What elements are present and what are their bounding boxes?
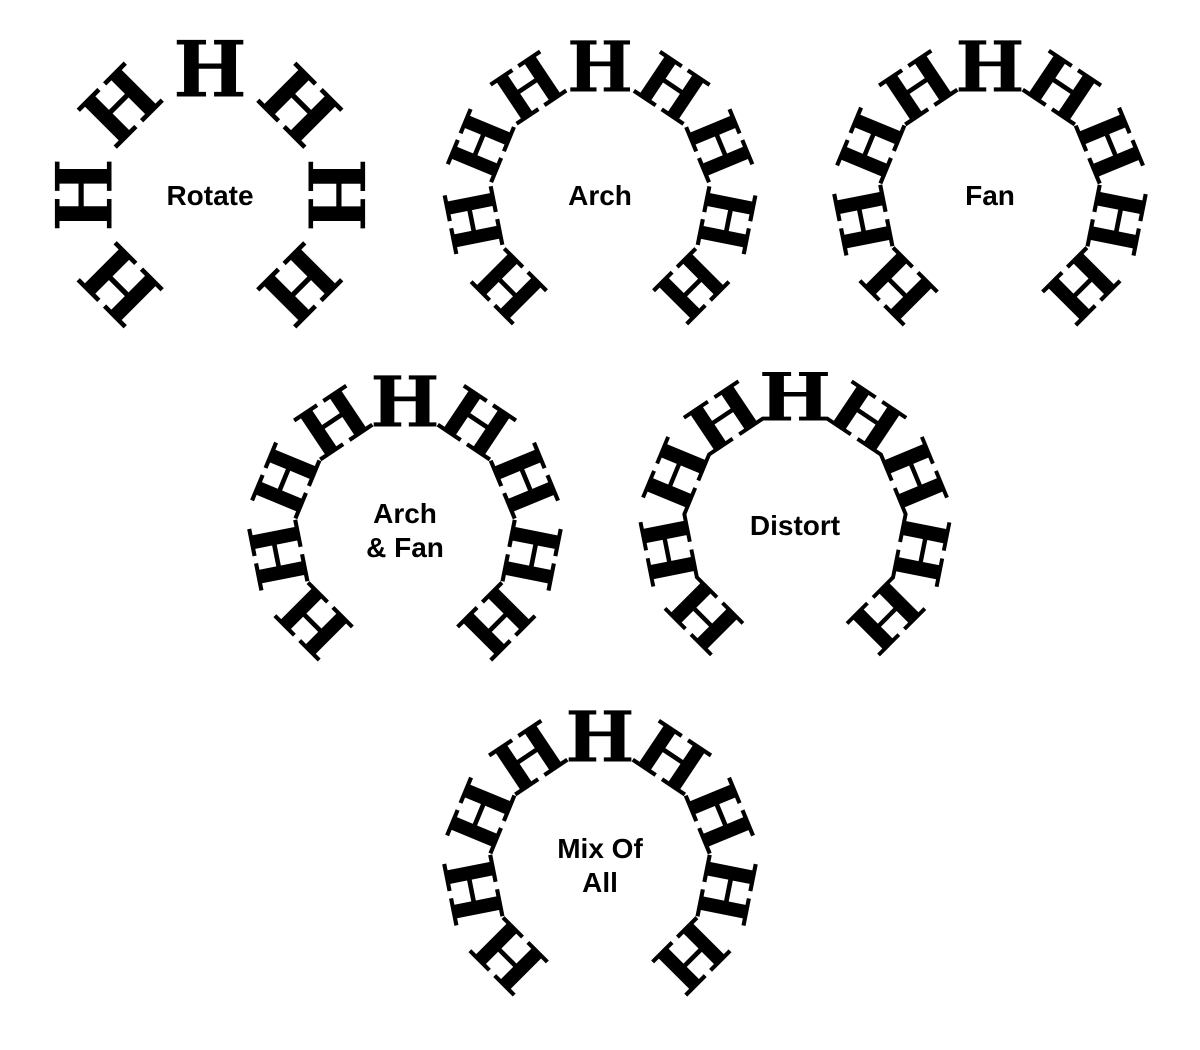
letter-h: H [63,225,179,341]
effect-label: Arch [373,498,437,529]
letter-h: H [565,696,634,778]
letter-h: H [955,26,1024,108]
letter-h: H [63,48,179,164]
letter-h: H [290,158,381,232]
effect-label: & Fan [366,532,444,563]
letter-h: H [759,358,832,437]
letter-h: H [1069,178,1163,262]
letter-h: H [484,513,578,597]
letter-h: H [678,179,772,260]
letter-h: H [818,178,912,262]
effect-label: Fan [965,180,1015,211]
letter-h: H [240,225,356,341]
letter-h: H [370,361,439,443]
effect-label: Rotate [166,180,253,211]
letter-h: H [428,848,522,932]
letter-h: H [173,25,247,116]
effect-label: All [582,867,618,898]
letter-h: H [875,507,966,594]
letter-h: H [427,179,521,260]
effect-label: Distort [750,510,840,541]
letter-h: H [679,848,773,932]
letter-h: H [233,513,327,597]
effect-label: Mix Of [557,833,643,864]
letter-h: H [40,158,131,232]
letter-h: H [624,507,715,594]
letter-h: H [567,26,633,109]
letter-h: H [240,48,356,164]
effect-label: Arch [568,180,632,211]
